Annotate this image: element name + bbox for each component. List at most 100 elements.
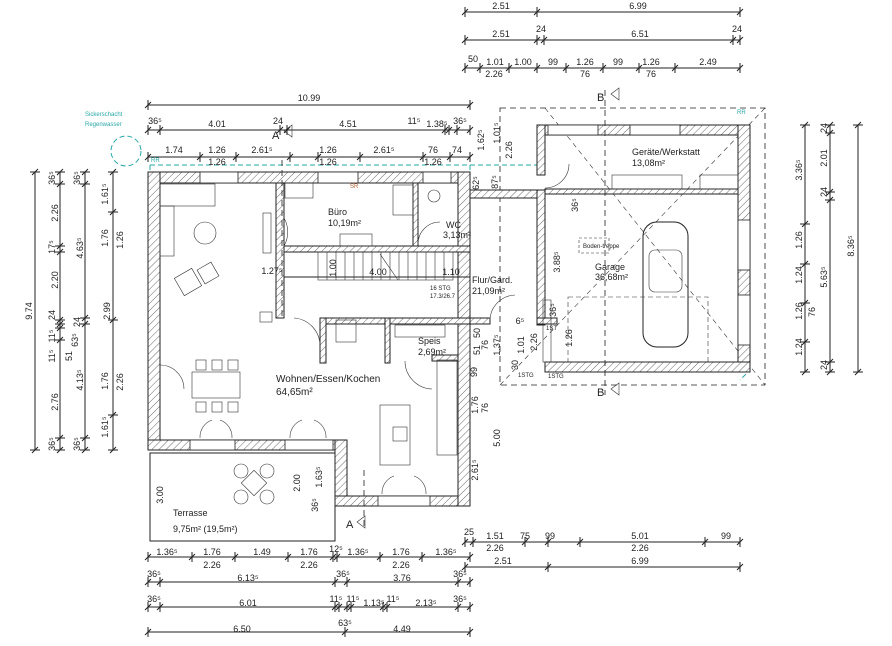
dimension-label: 11⁵: [407, 116, 420, 126]
dimension-tick: [505, 63, 513, 73]
dimension-label: 1.36⁵: [435, 547, 457, 557]
dimension-label: 1.01⁵: [492, 122, 502, 144]
dims-top-right: 2.51 6.99 2.51 24 6.51 24 50 1.01 1.00 9…: [468, 1, 742, 79]
dimension-tick: [55, 316, 65, 324]
dimension-tick: [376, 552, 384, 562]
dimension-label: 6.99: [631, 556, 649, 566]
room-wc-area: 3,13m²: [443, 230, 471, 240]
dimension-label: 36⁵: [548, 303, 558, 317]
dimension-label: 36⁵: [147, 594, 161, 604]
dimension-label: 1.76: [300, 547, 318, 557]
dimension-tick: [80, 434, 90, 442]
dimension-label: 1.26: [319, 145, 337, 155]
regenwasser-label: Regenwasser: [85, 122, 122, 128]
dimension-tick: [80, 446, 90, 454]
room-terrasse-area: 9,75m² (19,5m²): [173, 524, 238, 534]
room-buero-name: Büro: [328, 207, 347, 217]
dimension-tick: [156, 577, 164, 587]
dimension-tick: [544, 562, 552, 572]
dimension-label: 2.20: [50, 271, 60, 289]
dimension-tick: [466, 125, 474, 135]
dimension-label: 6⁵: [516, 316, 525, 326]
dimension-label: 3.36⁵: [794, 159, 804, 181]
dimension-label: 87⁵: [490, 175, 500, 189]
dimension-tick: [419, 152, 427, 162]
dimension-tick: [441, 125, 449, 135]
dimension-tick: [729, 35, 737, 45]
dimension-label: 1.76: [203, 547, 221, 557]
dimension-tick: [156, 125, 164, 135]
room-flur-name: Flur/Gard.: [472, 275, 513, 285]
dimension-tick: [144, 602, 152, 612]
roof-diagonal: [499, 107, 766, 386]
dimension-tick: [461, 537, 469, 547]
step-label: 1ST: [546, 326, 557, 332]
dimension-label: 1.26: [319, 157, 337, 167]
dimension-tick: [533, 7, 541, 17]
dimension-label: 24: [273, 116, 283, 126]
dimension-label: 4.13⁵: [75, 369, 85, 391]
dimension-label: 2.26: [115, 373, 125, 391]
section-arrow-icon: [283, 87, 620, 529]
dimension-label: 1.74: [165, 145, 183, 155]
step-label: 1STG: [518, 373, 534, 379]
dimension-tick: [800, 338, 810, 346]
dimension-label: 24: [819, 360, 829, 370]
dimension-tick: [736, 63, 744, 73]
sickerschacht-label: Sickerschacht: [85, 112, 123, 118]
dimension-label: 1.26: [642, 57, 660, 67]
dimension-label: 5.63⁵: [819, 266, 829, 288]
dimension-tick: [671, 63, 679, 73]
dimension-tick: [461, 35, 469, 45]
dimension-label: 2.13⁵: [415, 598, 437, 608]
dimension-label: 1.26: [208, 145, 226, 155]
section-marker-a-top: A: [272, 130, 280, 142]
dimension-label: 76: [646, 69, 656, 79]
doors: [159, 163, 570, 495]
dimension-tick: [232, 152, 240, 162]
dimension-tick: [379, 602, 387, 612]
dimension-tick: [144, 152, 152, 162]
room-flur-area: 21,09m²: [472, 286, 505, 296]
dimension-label: 2.61⁵: [470, 459, 480, 481]
dimension-label: 1.26: [208, 157, 226, 167]
dimension-tick: [55, 242, 65, 250]
dimension-tick: [533, 35, 541, 45]
dimension-tick: [188, 552, 196, 562]
room-labels: Büro 10,19m² WC 3,13m² Flur/Gard. 21,09m…: [151, 110, 746, 534]
dimension-label: 1.51: [486, 531, 504, 541]
stairs-ratio: 17.3/26.7: [430, 294, 456, 300]
rr-label: RR: [151, 158, 160, 164]
dimension-lines: [30, 7, 863, 637]
dimension-label: 1.37⁵: [492, 334, 502, 356]
dimension-tick: [55, 168, 65, 176]
dimension-label: 36⁵: [453, 594, 467, 604]
dimension-tick: [853, 121, 863, 129]
dimension-tick: [329, 552, 337, 562]
dimension-label: 2.99: [102, 302, 112, 320]
dimension-label: 99: [469, 367, 479, 377]
dimension-label: 36⁵: [147, 569, 161, 579]
dimension-label: 1.00: [328, 259, 338, 277]
dimension-tick: [108, 316, 118, 324]
dimension-tick: [800, 220, 810, 228]
dimension-tick: [108, 168, 118, 176]
dimension-label: 2.61⁵: [251, 145, 273, 155]
dimension-tick: [736, 537, 744, 547]
dimension-tick: [347, 602, 355, 612]
dimension-label: 2.49: [699, 57, 717, 67]
dimension-label: 17⁵: [47, 240, 57, 254]
dimension-tick: [736, 562, 744, 572]
staircase: [284, 251, 470, 281]
dimension-label: 51: [472, 345, 482, 355]
dimension-label: 1.26: [794, 302, 804, 320]
dimension-tick: [286, 152, 294, 162]
dimension-tick: [466, 100, 474, 110]
dimension-label: 4.51: [339, 119, 357, 129]
toilet-icon: [427, 189, 441, 203]
dimension-label: 99: [545, 531, 555, 541]
dimension-label: 36⁵: [72, 437, 82, 451]
dimension-tick: [446, 152, 454, 162]
dimension-label: 99: [721, 531, 731, 541]
dimension-label: 5.01: [631, 531, 649, 541]
